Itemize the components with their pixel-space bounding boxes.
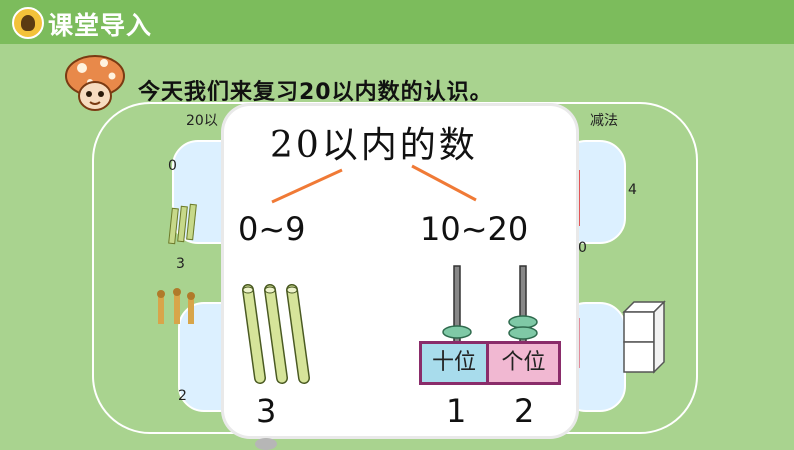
tens-place-label: 十位	[419, 341, 489, 385]
mushroom-mascot-icon	[65, 55, 125, 111]
counting-sticks-icon	[242, 284, 310, 384]
pink-mark	[574, 318, 580, 368]
background-number: 3	[176, 256, 185, 272]
background-slide-left-label: 20以	[186, 113, 218, 129]
ones-digit: 2	[514, 392, 535, 430]
lesson-badge-icon	[12, 7, 44, 39]
range-low-label: 0~9	[238, 210, 306, 248]
background-number: 0	[578, 240, 587, 256]
review-prompt: 今天我们来复习20以内数的认识。	[138, 80, 493, 105]
title-bar	[0, 0, 794, 44]
card-title: 20以内的数	[270, 125, 478, 166]
background-number: 0	[168, 158, 177, 174]
abacus-rods	[442, 265, 538, 343]
section-title: 课堂导入	[48, 11, 153, 40]
background-number: 2	[178, 388, 187, 404]
decorative-dot	[255, 438, 277, 450]
ones-place-label: 个位	[489, 341, 561, 385]
giraffe-icon	[157, 288, 195, 324]
branch-lines	[271, 164, 477, 204]
sticks-count: 3	[256, 392, 277, 430]
cube-stack-icon	[622, 300, 666, 374]
background-number: 4	[628, 182, 637, 198]
background-slide-right-label: 减法	[590, 113, 618, 129]
range-high-label: 10~20	[420, 210, 529, 248]
tens-digit: 1	[446, 392, 467, 430]
red-mark	[574, 170, 580, 226]
